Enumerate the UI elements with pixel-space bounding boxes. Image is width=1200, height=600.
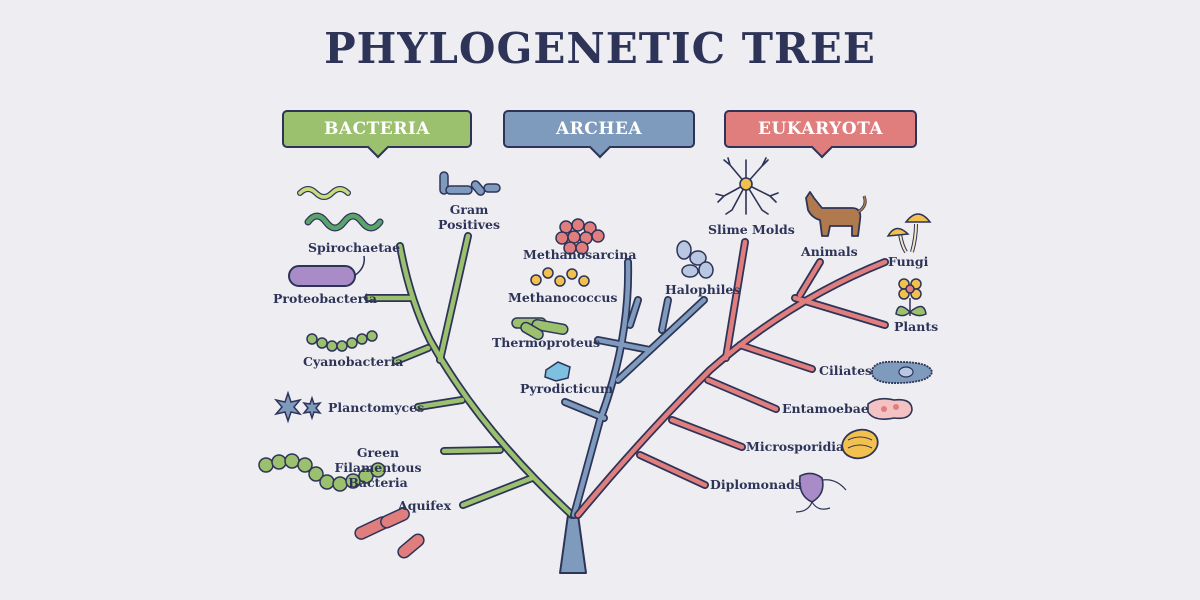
label-methanosarcina: Methanosarcina — [523, 247, 637, 262]
label-halophiles: Halophiles — [665, 282, 741, 297]
label-plants: Plants — [894, 319, 939, 334]
label-green-filamentous: Green Filamentous Bacteria — [334, 445, 422, 490]
label-entamoebae: Entamoebae — [782, 401, 869, 416]
fungi-icon — [886, 213, 932, 254]
domain-eukaryota-label: EUKARYOTA — [757, 119, 884, 139]
domain-bacteria-label: BACTERIA — [324, 119, 430, 139]
halophiles-icon — [676, 240, 714, 279]
domain-eukaryota-box: EUKARYOTA — [724, 110, 917, 148]
label-gram-positives: Gram Positives — [438, 202, 500, 232]
label-ciliates: Ciliates — [819, 363, 873, 378]
page-title: PHYLOGENETIC TREE — [324, 24, 876, 73]
microsporidia-icon — [841, 428, 879, 460]
planctomyces-icon — [273, 390, 322, 424]
label-aquifex: Aquifex — [398, 498, 452, 513]
entamoebae-icon — [867, 397, 913, 420]
label-thermoproteus: Thermoproteus — [492, 335, 601, 350]
label-fungi: Fungi — [888, 254, 929, 269]
archea-branches — [561, 258, 708, 519]
tree-trunk — [559, 514, 587, 574]
slime-molds-icon — [715, 157, 779, 215]
plants-icon — [895, 278, 927, 317]
domain-bacteria-box: BACTERIA — [282, 110, 472, 148]
eukaryota-branches — [574, 238, 889, 519]
ciliates-icon — [871, 360, 933, 384]
domain-archea-label: ARCHEA — [555, 119, 643, 139]
label-pyrodicticum: Pyrodicticum — [520, 381, 614, 396]
label-planctomyces: Planctomyces — [328, 400, 425, 415]
domain-archea-box: ARCHEA — [503, 110, 695, 148]
proteobacteria-icon — [288, 255, 366, 287]
label-cyanobacteria: Cyanobacteria — [303, 354, 404, 369]
label-diplomonads: Diplomonads — [710, 477, 802, 492]
green-filamentous-icon — [258, 453, 386, 492]
gram-positives-icon — [439, 171, 501, 196]
label-methanococcus: Methanococcus — [508, 290, 618, 305]
thermoproteus-icon — [511, 317, 569, 341]
pyrodicticum-icon — [544, 361, 571, 382]
methanococcus-icon — [530, 267, 590, 287]
label-spirochaetae: Spirochaetae — [308, 240, 401, 255]
methanosarcina-icon — [555, 218, 605, 255]
bacteria-branches — [364, 232, 576, 519]
aquifex-icon — [354, 507, 425, 559]
diplomonads-icon — [795, 472, 847, 513]
cyanobacteria-icon — [306, 330, 378, 352]
cat-icon — [805, 191, 867, 237]
label-slime-molds: Slime Molds — [708, 222, 795, 237]
spirochaetae-icon — [297, 186, 384, 232]
label-animals: Animals — [801, 244, 858, 259]
label-microsporidia: Microsporidia — [746, 439, 845, 454]
label-proteobacteria: Proteobacteria — [273, 291, 377, 306]
